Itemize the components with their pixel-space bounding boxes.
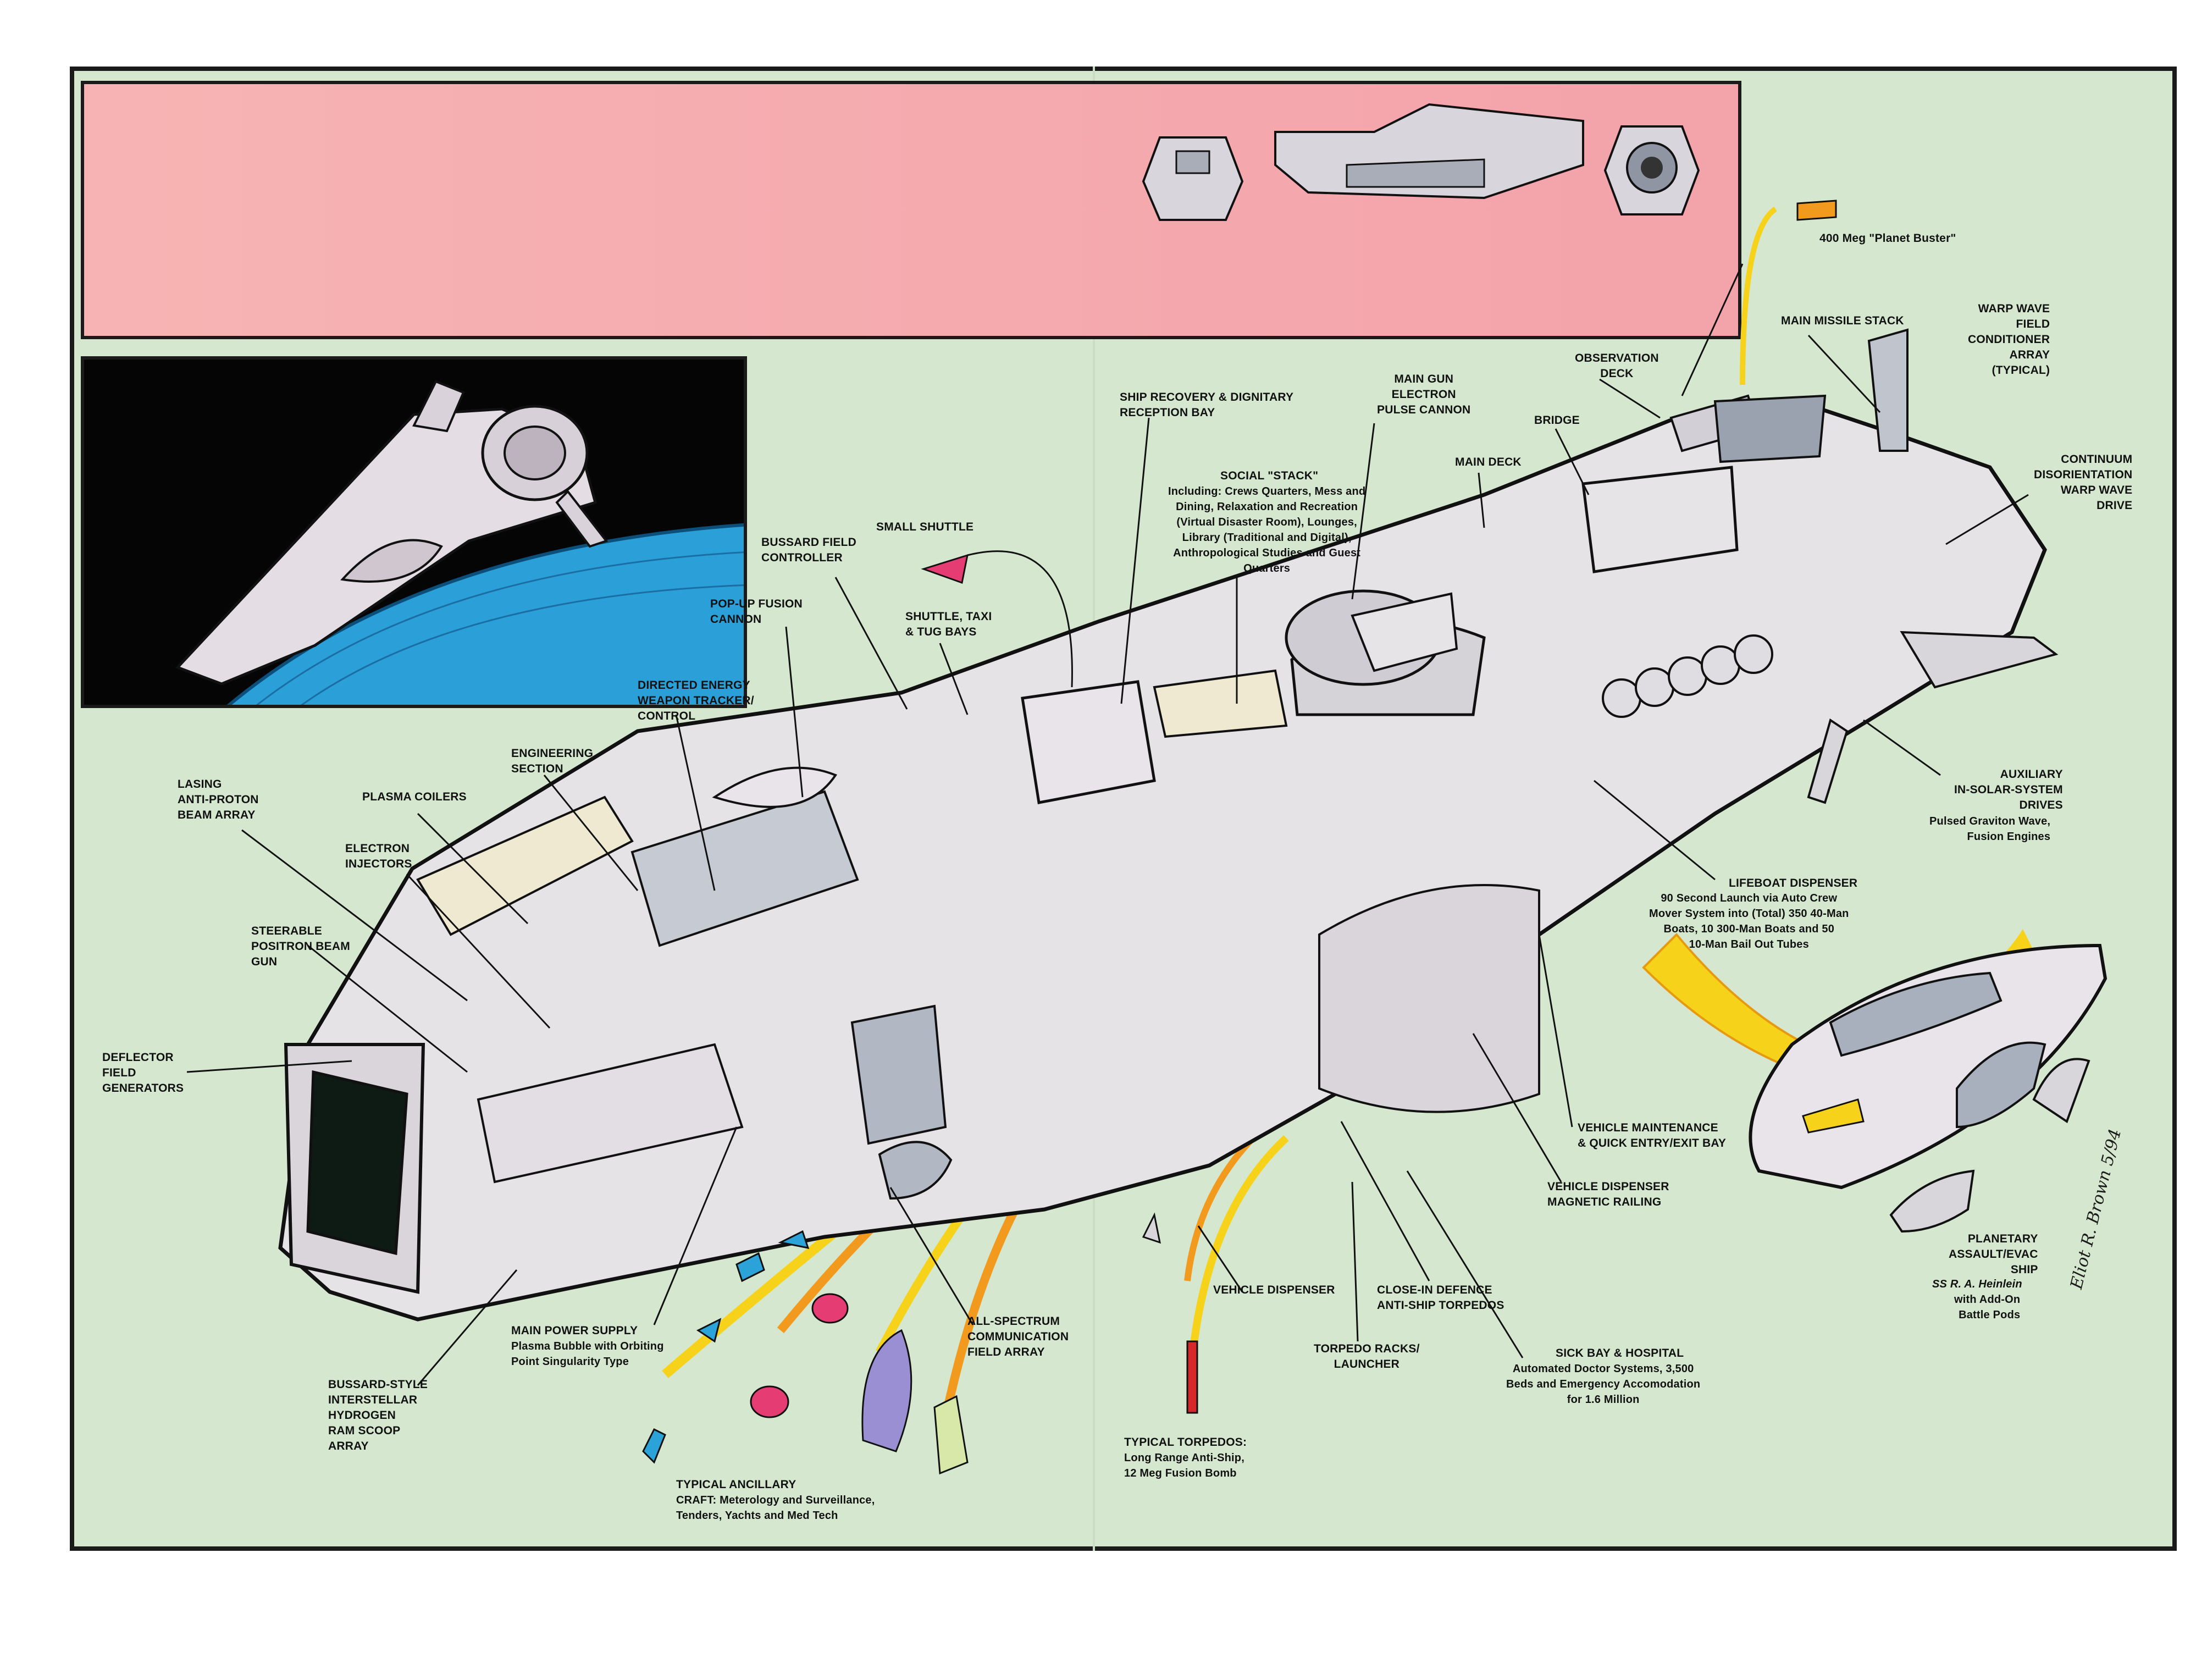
label-typical-torpedos-title: TYPICAL TORPEDOS: [1124,1436,1247,1449]
label-planetary-desc: with Add-On Battle Pods [1954,1294,2021,1321]
label-small-shuttle: SMALL SHUTTLE [876,521,974,533]
label-sick-bay-desc: Automated Doctor Systems, 3,500 Beds and… [1506,1363,1701,1406]
label-popup-fusion-cannon: POP-UP FUSION CANNON [710,598,803,626]
label-social-stack-desc: Including: Crews Quarters, Mess and Dini… [1168,485,1366,574]
label-lifeboat-dispenser-title: LIFEBOAT DISPENSER [1729,877,1858,889]
space-inset-illustration [81,356,747,708]
label-main-missile-stack: MAIN MISSILE STACK [1781,314,1904,327]
label-main-deck: MAIN DECK [1455,456,1522,468]
label-warp-wave-field-conditioner: WARP WAVE FIELD CONDITIONER ARRAY (TYPIC… [1968,302,2050,377]
label-bussard-ram-scoop: BUSSARD-STYLE INTERSTELLAR HYDROGEN RAM … [328,1378,428,1452]
label-continuum-warp-drive: CONTINUUM DISORIENTATION WARP WAVE DRIVE [2034,453,2133,512]
label-bussard-field-controller: BUSSARD FIELD CONTROLLER [761,536,856,564]
label-typical-ancillary-title: TYPICAL ANCILLARY [676,1478,796,1491]
label-planet-buster: 400 Meg "Planet Buster" [1819,232,1956,245]
label-all-spectrum-array: ALL-SPECTRUM COMMUNICATION FIELD ARRAY [967,1315,1069,1358]
leader-lines [186,263,2029,1386]
label-electron-injectors: ELECTRON INJECTORS [345,842,412,870]
label-vehicle-dispenser: VEHICLE DISPENSER [1213,1284,1335,1296]
label-bridge: BRIDGE [1534,414,1580,427]
label-deflector-field: DEFLECTOR FIELD GENERATORS [102,1051,184,1095]
space-inset-svg [175,380,744,705]
label-shuttle-taxi-tug-bays: SHUTTLE, TAXI & TUG BAYS [905,610,992,638]
label-sick-bay-title: SICK BAY & HOSPITAL [1556,1347,1684,1360]
label-steerable-positron: STEERABLE POSITRON BEAM GUN [251,925,350,968]
label-observation-deck: OBSERVATION DECK [1575,352,1659,380]
label-main-power-title: MAIN POWER SUPPLY [511,1324,638,1337]
label-close-in-defence: CLOSE-IN DEFENCE ANTI-SHIP TORPEDOS [1377,1284,1504,1312]
label-auxiliary-drives-title: AUXILIARY IN-SOLAR-SYSTEM DRIVES [1954,768,2063,811]
label-planetary-ship-name: SS R. A. Heinlein [1932,1278,2022,1290]
label-planetary-assault-title: PLANETARY ASSAULT/EVAC SHIP [1949,1233,2038,1276]
label-plasma-coilers: PLASMA COILERS [362,791,467,803]
label-directed-energy-weapon: DIRECTED ENERGY WEAPON TRACKER/ CONTROL [638,679,754,722]
label-auxiliary-drives-desc: Pulsed Graviton Wave, Fusion Engines [1929,815,2051,843]
label-torpedo-racks: TORPEDO RACKS/ LAUNCHER [1314,1342,1420,1370]
label-lifeboat-dispenser-desc: 90 Second Launch via Auto Crew Mover Sys… [1649,892,1849,950]
planetary-assault-ship [1749,943,2107,1233]
label-lasing-antiproton: LASING ANTI-PROTON BEAM ARRAY [178,778,259,821]
label-social-stack-title: SOCIAL "STACK" [1220,469,1319,482]
ancillary-craft [642,200,1837,1475]
main-ship-hull [278,328,2059,1322]
label-typical-torpedos-desc: Long Range Anti-Ship, 12 Meg Fusion Bomb [1124,1452,1244,1479]
label-engineering-section: ENGINEERING SECTION [511,747,594,775]
label-vehicle-maintenance: VEHICLE MAINTENANCE & QUICK ENTRY/EXIT B… [1578,1121,1727,1150]
label-main-gun: MAIN GUN ELECTRON PULSE CANNON [1377,373,1471,416]
label-main-power-desc: Plasma Bubble with Orbiting Point Singul… [511,1340,664,1368]
label-vehicle-magnetic-railing: VEHICLE DISPENSER MAGNETIC RAILING [1547,1180,1669,1208]
label-typical-ancillary-desc: CRAFT: Meterology and Surveillance, Tend… [676,1494,875,1522]
orthographic-views [1142,103,1700,221]
label-ship-recovery-bay: SHIP RECOVERY & DIGNITARY RECEPTION BAY [1120,391,1294,419]
